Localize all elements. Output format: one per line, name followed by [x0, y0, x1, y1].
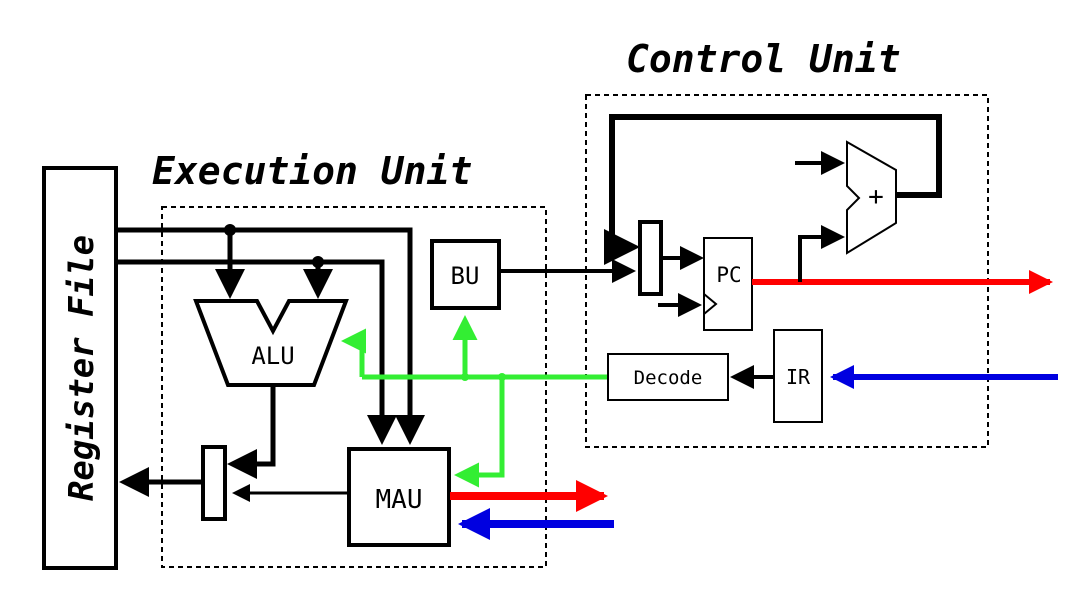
pc-clock-icon [703, 293, 718, 315]
adder-label: + [868, 182, 884, 212]
junction-dot [461, 373, 469, 381]
register-file-label: Register File [62, 235, 102, 501]
ir-block [773, 329, 823, 423]
pc-mux [638, 220, 663, 296]
writeback-mux [201, 445, 227, 521]
bu-block [430, 239, 501, 310]
alu-label: ALU [251, 342, 294, 370]
control-unit-title: Control Unit [626, 37, 901, 81]
junction-dot [224, 224, 236, 236]
pc-label: PC [716, 263, 741, 287]
junction-dot [312, 256, 324, 268]
control-signal-wires [341, 315, 608, 488]
execution-unit-title: Execution Unit [152, 149, 472, 193]
adder-block [846, 140, 897, 255]
junction-dot [498, 373, 506, 381]
mau-label: MAU [376, 485, 423, 515]
alu-block [193, 299, 349, 387]
ir-label: IR [786, 365, 811, 389]
alu-output-wire [227, 385, 276, 479]
mau-block [347, 447, 451, 547]
register-file-block [42, 166, 118, 570]
execution-unit-boundary [161, 206, 547, 568]
pc-feedback-wire [604, 114, 942, 265]
bu-label: BU [451, 262, 480, 290]
decode-block [607, 353, 729, 401]
decode-label: Decode [634, 367, 703, 389]
pc-to-adder-wire [798, 225, 845, 282]
